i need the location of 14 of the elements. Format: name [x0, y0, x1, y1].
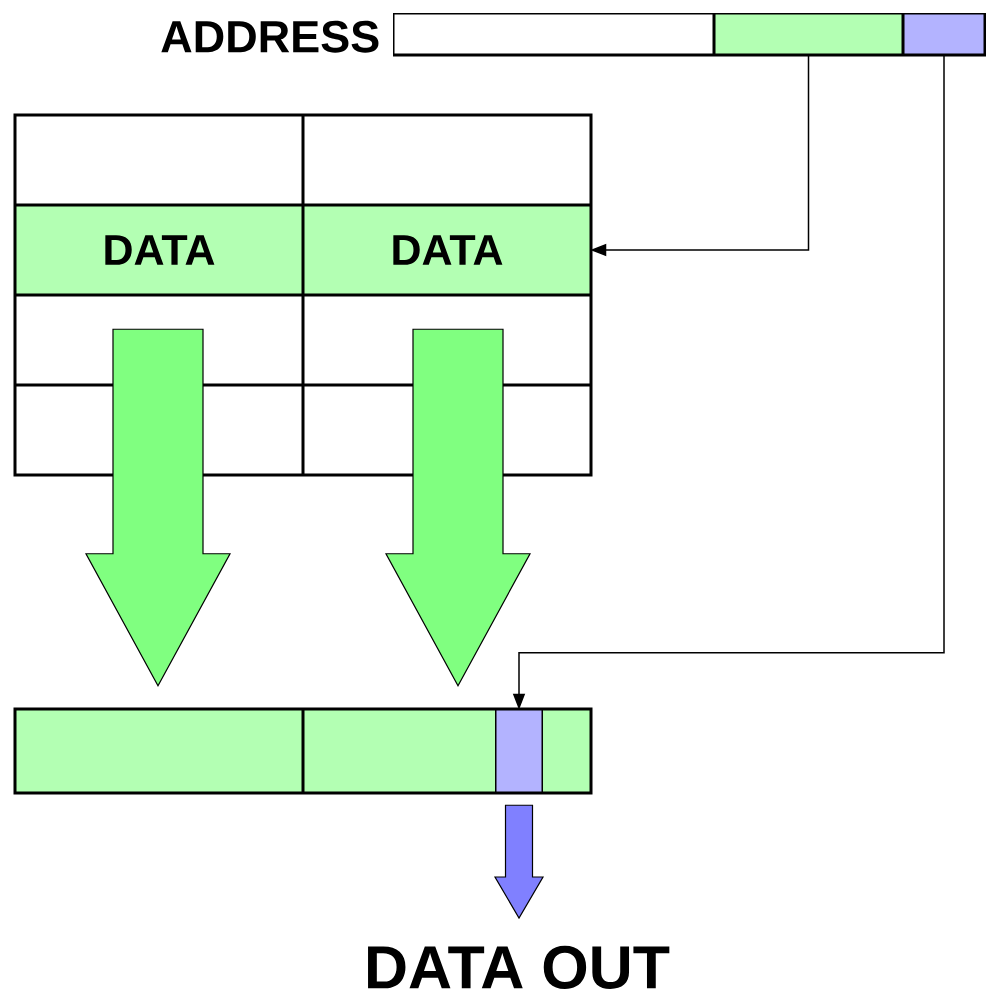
register-field: [714, 13, 903, 55]
table-cell: DATA: [303, 205, 591, 295]
node-label: ADDRESS: [161, 20, 379, 53]
block-arrow: [385, 328, 532, 687]
register-field: [495, 709, 543, 793]
block-arrow: [493, 804, 545, 920]
table-cell: [15, 115, 303, 205]
table-cell: DATA: [15, 205, 303, 295]
register-field: [393, 13, 714, 55]
block-arrow: [85, 328, 231, 687]
register-field: [903, 13, 985, 55]
table-cell: [303, 115, 591, 205]
output-label: DATA OUT: [368, 945, 670, 989]
register-field: [15, 709, 303, 793]
